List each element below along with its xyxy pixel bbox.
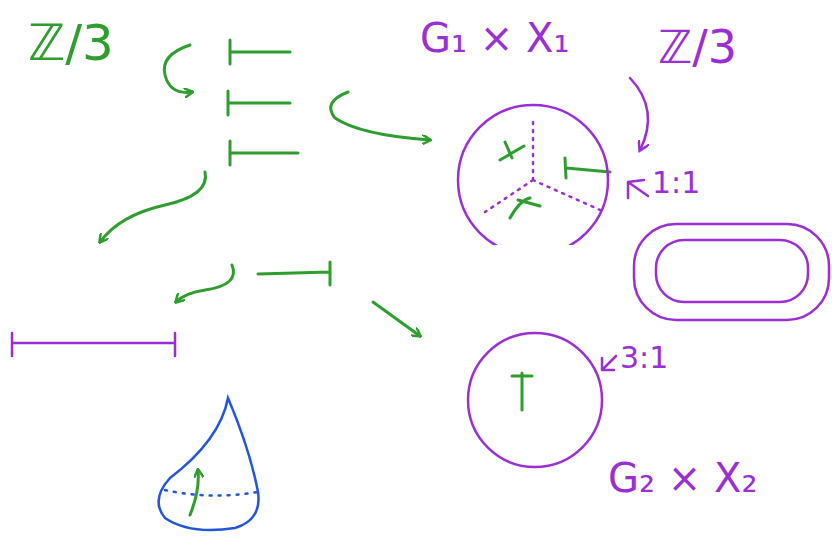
orbit-circle: G₂ × X₂ [460,330,770,530]
cone-orbifold [159,398,259,530]
map-arrow [373,302,420,336]
interval-segment [12,333,175,356]
math-label: ℤ/3 [658,24,737,70]
segment-glyph [565,158,610,178]
space-label: G₁ × X₁ [420,18,569,58]
circle-outline [458,105,608,245]
quotient-arrow [176,265,233,302]
pointer-arrow [628,180,648,198]
segment-glyph [228,91,290,115]
segment-glyph [500,142,524,160]
circle-outline [468,333,602,467]
quotient-arrow [100,172,206,242]
dotted-fundamental-domain [485,120,600,212]
segment-glyph [510,198,540,218]
pointer-arrow [602,356,616,370]
cone-dotted-rim [165,490,258,496]
segment-glyph [512,373,532,410]
annulus-inner [656,240,808,302]
math-label: 1:1 [652,168,700,198]
math-label: ℤ/3 [28,18,114,68]
map-arrow [331,92,430,140]
segment-glyph [230,40,290,64]
segment-glyph [258,262,330,285]
rotation-arrow [190,470,198,515]
space-label: G₂ × X₂ [608,458,757,498]
action-arc [164,45,192,92]
segment-glyph [230,141,298,165]
annulus-outer [634,224,829,320]
circle-outline [460,330,770,530]
action-arrow [630,78,648,150]
orbit-circle: G₁ × X₁ [420,10,620,245]
math-label: 3:1 [620,343,668,373]
